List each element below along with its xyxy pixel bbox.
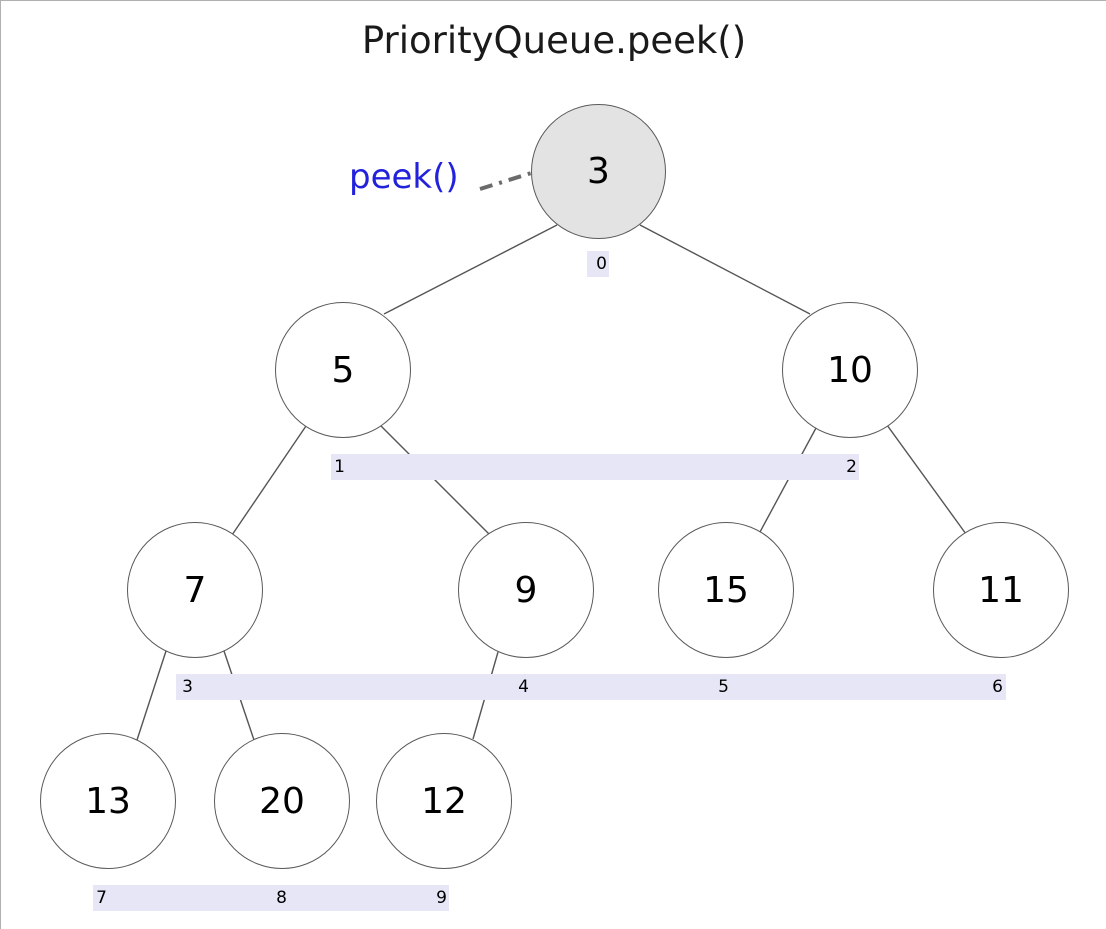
node-index-5: 5 <box>718 677 729 697</box>
heap-node-2[interactable]: 10 <box>782 302 918 438</box>
heap-node-7[interactable]: 13 <box>40 733 176 869</box>
heap-node-6-value: 11 <box>978 569 1024 611</box>
index-band-level-0 <box>587 251 609 277</box>
edge-0-2 <box>639 224 811 315</box>
heap-node-5-value: 15 <box>703 569 749 611</box>
node-index-4: 4 <box>518 677 529 697</box>
edge-3-7 <box>136 650 167 741</box>
heap-node-0[interactable]: 3 <box>531 104 666 239</box>
node-index-8: 8 <box>276 888 287 908</box>
index-band-level-1 <box>331 454 859 480</box>
edge-1-3 <box>231 425 307 536</box>
heap-node-6[interactable]: 11 <box>933 522 1069 658</box>
node-index-3: 3 <box>182 677 193 697</box>
heap-node-8-value: 20 <box>259 780 305 822</box>
heap-node-9[interactable]: 12 <box>376 733 512 869</box>
heap-node-9-value: 12 <box>421 780 467 822</box>
heap-node-3-value: 7 <box>183 569 207 611</box>
edge-0-1 <box>383 224 558 315</box>
node-index-7: 7 <box>96 888 107 908</box>
heap-node-8[interactable]: 20 <box>214 733 350 869</box>
node-index-0: 0 <box>596 254 607 274</box>
heap-node-1[interactable]: 5 <box>275 302 411 438</box>
heap-node-0-value: 3 <box>587 151 610 192</box>
heap-node-5[interactable]: 15 <box>658 522 794 658</box>
index-band-level-2 <box>176 674 1006 700</box>
page-title: PriorityQueue.peek() <box>361 19 747 62</box>
node-index-2: 2 <box>846 457 857 477</box>
heap-node-7-value: 13 <box>85 780 131 822</box>
edge-2-6 <box>886 424 967 535</box>
node-index-9: 9 <box>436 888 447 908</box>
peek-annotation-label: peek() <box>349 157 459 197</box>
node-index-6: 6 <box>992 677 1003 697</box>
heap-node-1-value: 5 <box>331 349 355 391</box>
heap-node-3[interactable]: 7 <box>127 522 263 658</box>
edge-2-5 <box>759 427 817 533</box>
heap-node-4-value: 9 <box>514 569 538 611</box>
index-band-level-3 <box>93 885 449 911</box>
heap-node-4[interactable]: 9 <box>458 522 594 658</box>
heap-node-2-value: 10 <box>827 349 873 391</box>
node-index-1: 1 <box>334 457 345 477</box>
edge-1-4 <box>380 425 491 536</box>
